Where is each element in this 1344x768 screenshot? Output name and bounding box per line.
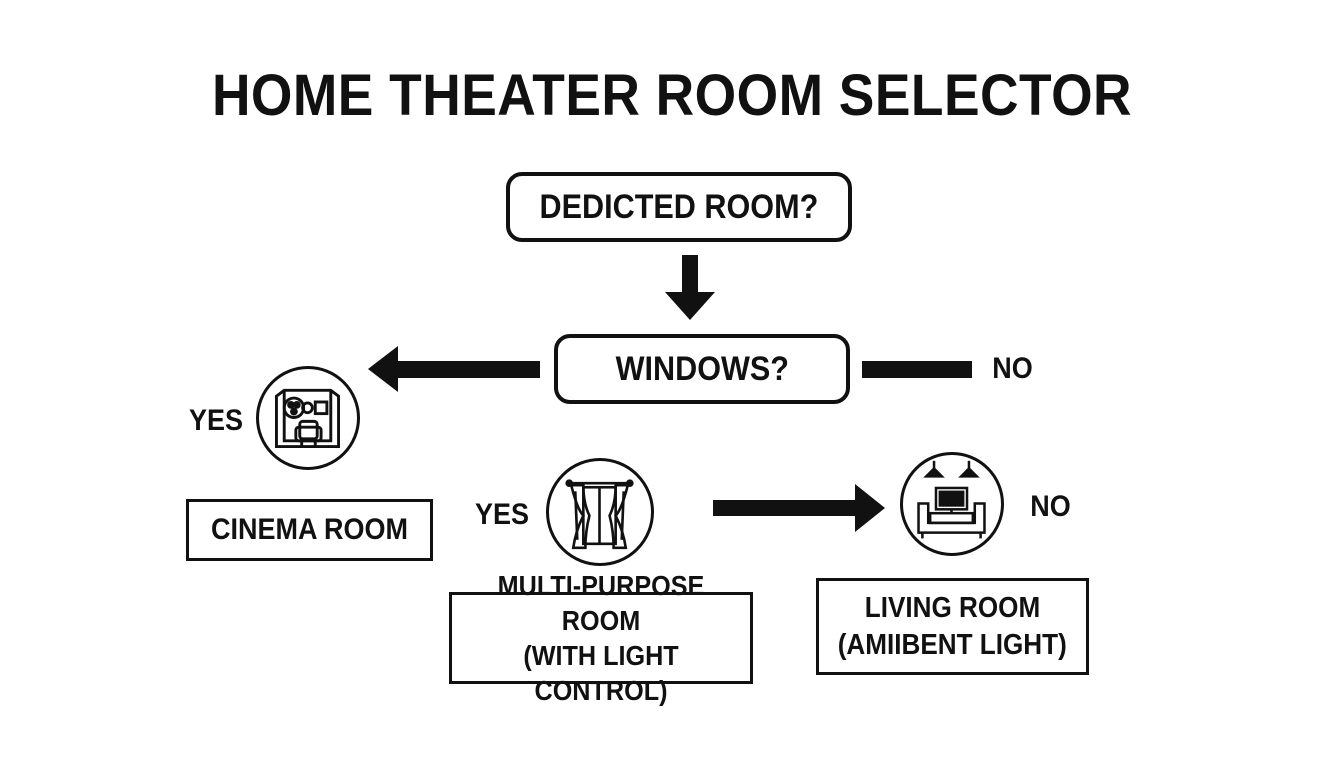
- cinema-room-label: CINEMA ROOM: [210, 513, 408, 547]
- multi-purpose-room-label: MULTI-PURPOSE ROOM: [497, 570, 705, 636]
- cinema-room-icon: [256, 366, 360, 470]
- left-arrow: [368, 346, 540, 392]
- no-connector-line: [862, 361, 972, 378]
- dedicated-room-text: DEDICTED ROOM?: [539, 187, 819, 226]
- cinema-room-result: CINEMA ROOM: [186, 499, 433, 561]
- down-arrow: [665, 255, 715, 320]
- page-title: HOME THEATER ROOM SELECTOR: [211, 63, 1133, 128]
- windows-text: WINDOWS?: [615, 349, 789, 388]
- yes-cinema-label: YES: [189, 404, 244, 437]
- living-room-sublabel: (AMIIBENT LIGHT): [837, 628, 1068, 661]
- windows-decision: WINDOWS?: [554, 334, 850, 404]
- multi-purpose-room-sublabel: (WITH LIGHT CONTROL): [523, 640, 679, 706]
- right-arrow: [713, 484, 885, 532]
- curtained-window-icon: [546, 458, 654, 566]
- living-room-tv-icon: [900, 452, 1004, 556]
- yes-multi-label: YES: [475, 498, 530, 531]
- living-room-result: LIVING ROOM (AMIIBENT LIGHT): [816, 578, 1089, 675]
- living-room-label: LIVING ROOM: [864, 592, 1041, 625]
- dedicated-room-decision: DEDICTED ROOM?: [506, 172, 852, 242]
- no-windows-label: NO: [992, 352, 1033, 385]
- multi-purpose-room-result: MULTI-PURPOSE ROOM (WITH LIGHT CONTROL): [449, 570, 753, 706]
- no-living-label: NO: [1030, 490, 1071, 523]
